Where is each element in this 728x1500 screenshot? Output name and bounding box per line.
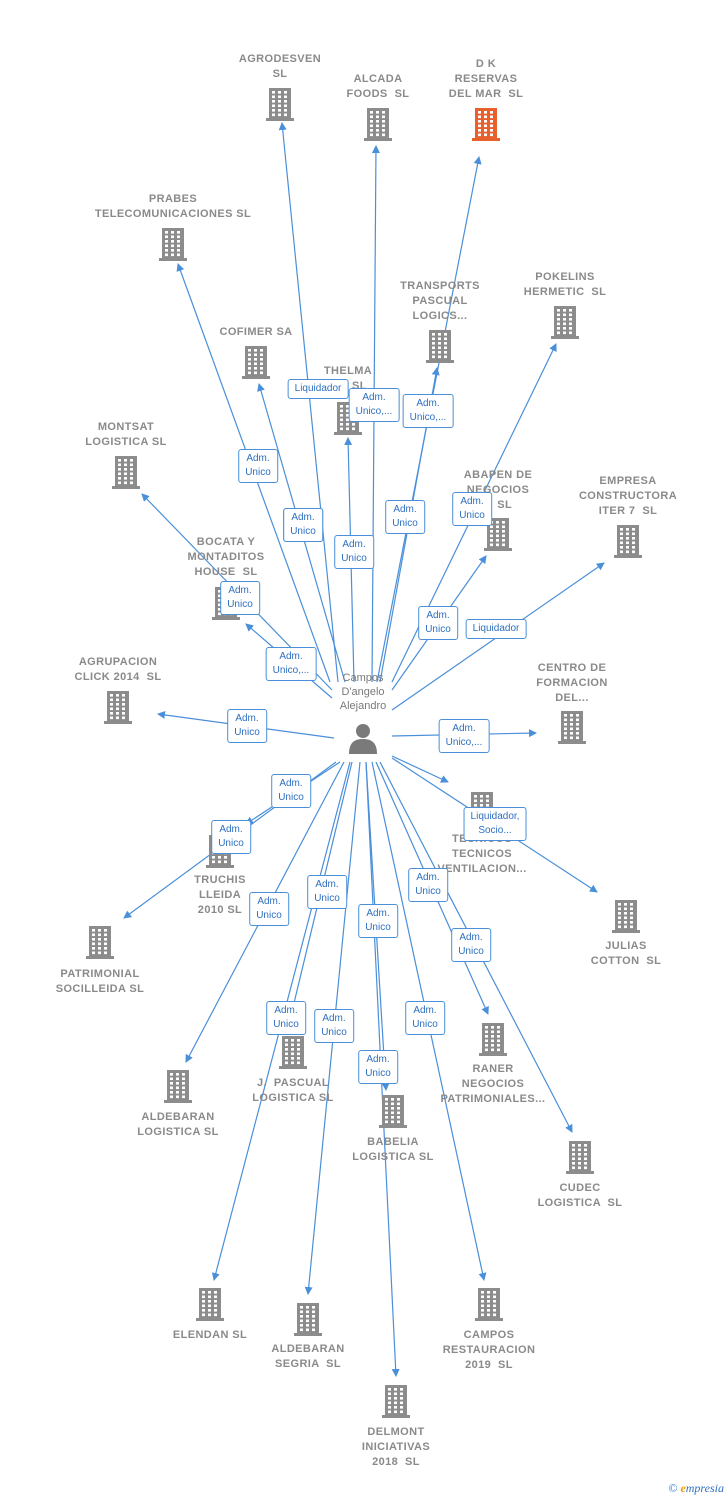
relation-label-prabes[interactable]: Adm. Unico (283, 508, 323, 542)
building-icon (551, 306, 579, 339)
relation-label-aldebaran_log[interactable]: Adm. Unico (249, 892, 289, 926)
building-icon (112, 456, 140, 489)
relation-label-bocata[interactable]: Adm. Unico (220, 581, 260, 615)
company-name: D K RESERVAS DEL MAR SL (448, 58, 524, 100)
building-icon (614, 525, 642, 558)
brand-footer: ©empresia (668, 1481, 724, 1496)
company-name: PATRIMONIAL SOCILLEIDA SL (55, 968, 145, 995)
building-icon (475, 1288, 503, 1321)
company-name: ALDEBARAN LOGISTICA SL (137, 1111, 219, 1138)
company-name: BABELIA LOGISTICA SL (352, 1136, 434, 1163)
company-name: ABAPEN DE NEGOCIOS 3 SL (463, 469, 533, 511)
relation-label-delmont[interactable]: Adm. Unico (358, 1050, 398, 1084)
building-icon (364, 108, 392, 141)
relation-label-centro[interactable]: Adm. Unico,... (438, 719, 490, 753)
building-icon (566, 1141, 594, 1174)
building-icon (159, 228, 187, 261)
relation-label-cudec[interactable]: Adm. Unico (451, 928, 491, 962)
relation-label-montsat[interactable]: Adm. Unico,... (265, 647, 317, 681)
company-name: CAMPOS RESTAURACION 2019 SL (442, 1329, 536, 1371)
company-name: EMPRESA CONSTRUCTORA ITER 7 SL (578, 475, 678, 517)
building-icon (426, 330, 454, 363)
building-icon (164, 1070, 192, 1103)
relation-line-tecnicos (391, 755, 449, 783)
company-name: RANER NEGOCIOS PATRIMONIALES... (440, 1063, 546, 1105)
relation-label-transports[interactable]: Adm. Unico,... (402, 394, 454, 428)
company-name: AGRUPACION CLICK 2014 SL (74, 656, 162, 683)
relation-label-aldebaran_seg[interactable]: Adm. Unico (314, 1009, 354, 1043)
relation-label-cofimer[interactable]: Adm. Unico (334, 535, 374, 569)
relation-label-campos_rest[interactable]: Adm. Unico (405, 1001, 445, 1035)
relation-label-elendan[interactable]: Adm. Unico (266, 1001, 306, 1035)
building-icon (86, 926, 114, 959)
building-icon (242, 346, 270, 379)
building-icon (558, 711, 586, 744)
company-name: PRABES TELECOMUNICACIONES SL (94, 193, 252, 220)
relation-label-agrupacion[interactable]: Adm. Unico (227, 709, 267, 743)
building-icon (612, 900, 640, 933)
company-name: POKELINS HERMETIC SL (523, 271, 607, 298)
relation-label-tecnicos[interactable]: Adm. Unico (418, 606, 458, 640)
company-name: DELMONT INICIATIVAS 2018 SL (361, 1426, 431, 1468)
company-name: BOCATA Y MONTADITOS HOUSE SL (187, 536, 265, 578)
building-icon (266, 88, 294, 121)
relation-label-patrimonial[interactable]: Adm. Unico (211, 820, 251, 854)
relation-label-pokelins[interactable]: Adm. Unico (385, 500, 425, 534)
building-icon (279, 1036, 307, 1069)
company-name: ALDEBARAN SEGRIA SL (271, 1343, 345, 1370)
relation-label-thelma[interactable]: Liquidador (287, 379, 349, 399)
relation-label-truchis[interactable]: Adm. Unico (271, 774, 311, 808)
company-name: AGRODESVEN SL (238, 53, 322, 80)
building-icon (196, 1288, 224, 1321)
person-icon (349, 724, 377, 754)
brand-initial: e (680, 1481, 686, 1495)
relation-label-raner[interactable]: Adm. Unico (408, 868, 448, 902)
company-name: TRANSPORTS PASCUAL LOGICS... (400, 280, 480, 322)
building-icon (484, 518, 512, 551)
company-name: JULIAS COTTON SL (590, 940, 662, 967)
relation-label-babelia[interactable]: Adm. Unico (358, 904, 398, 938)
building-icon (472, 108, 500, 141)
building-icon (294, 1303, 322, 1336)
company-name: CUDEC LOGISTICA SL (537, 1182, 623, 1209)
copyright-symbol: © (668, 1481, 678, 1495)
center-person-name: Campos D'angelo Alejandro (339, 672, 387, 712)
building-icon (382, 1385, 410, 1418)
relation-line-agrodesven (278, 122, 339, 683)
company-name: J. PASCUAL LOGISTICA SL (252, 1077, 334, 1104)
company-name: COFIMER SA (219, 326, 293, 338)
relation-label-agrodesven[interactable]: Adm. Unico (238, 449, 278, 483)
relation-label-dk[interactable]: Adm. Unico,... (348, 388, 400, 422)
company-name: TRUCHIS LLEIDA 2010 SL (194, 874, 246, 916)
company-name: ELENDAN SL (172, 1329, 248, 1341)
relation-label-abapen[interactable]: Adm. Unico (452, 492, 492, 526)
building-icon (379, 1095, 407, 1128)
brand-name: mpresia (685, 1481, 724, 1495)
building-icon (104, 691, 132, 724)
building-icon (479, 1023, 507, 1056)
relation-label-julias[interactable]: Liquidador, Socio... (463, 807, 527, 841)
relation-label-empresa[interactable]: Liquidador (465, 619, 527, 639)
company-name: ALCADA FOODS SL (346, 73, 410, 100)
company-name: MONTSAT LOGISTICA SL (85, 421, 167, 448)
company-name: CENTRO DE FORMACION DEL... (536, 662, 608, 704)
relation-label-jpascual[interactable]: Adm. Unico (307, 875, 347, 909)
